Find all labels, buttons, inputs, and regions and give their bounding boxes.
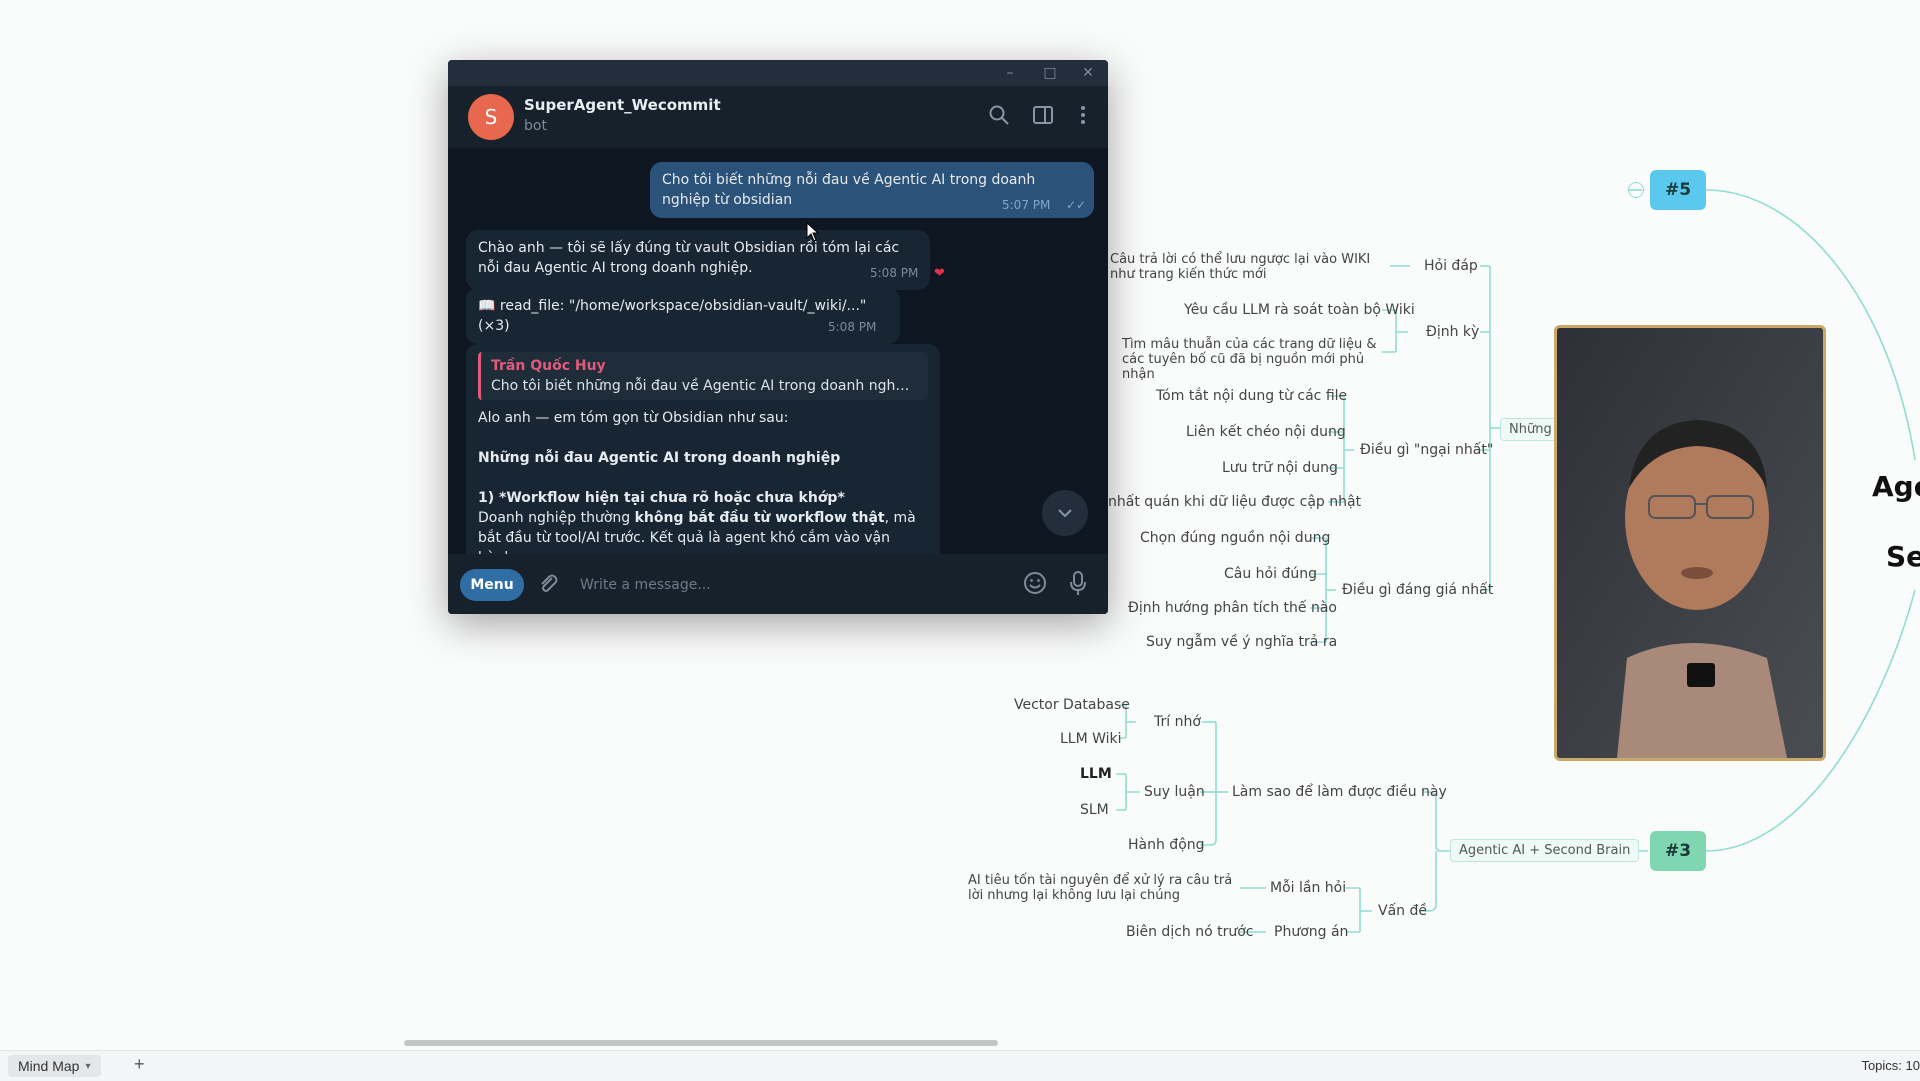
topic-dinh-ky-review[interactable]: Yêu cầu LLM rà soát toàn bộ Wiki [1184, 302, 1415, 318]
chat-header[interactable]: S SuperAgent_Wecommit bot [448, 86, 1108, 149]
topic-dinh-ky[interactable]: Định kỳ [1426, 324, 1480, 340]
summary-body: Doanh nghiệp thường không bắt đầu từ wor… [478, 510, 916, 554]
small-circle-icon [1628, 182, 1644, 198]
topic-agentic-second-brain[interactable]: Agentic AI + Second Brain [1450, 839, 1640, 862]
topic-hanh-dong[interactable]: Hành động [1128, 837, 1205, 853]
topic-badge-5[interactable]: #5 [1650, 170, 1706, 210]
microphone-icon[interactable] [1068, 570, 1088, 600]
reply-quote[interactable]: Trần Quốc Huy Cho tôi biết những nỗi đau… [478, 352, 928, 400]
quote-author: Trần Quốc Huy [491, 358, 606, 374]
telegram-window[interactable]: – □ ✕ S SuperAgent_Wecommit bot Cho tôi … [448, 60, 1108, 614]
topic-ngai-c1[interactable]: Tóm tắt nội dung từ các file [1156, 388, 1348, 404]
sheet-tab-mind-map[interactable]: Mind Map ▾ [8, 1055, 101, 1077]
topic-gia-c4[interactable]: Suy ngẫm về ý nghĩa trả ra [1146, 634, 1338, 650]
topic-vector-db[interactable]: Vector Database [1014, 697, 1130, 713]
scroll-down-button[interactable] [1042, 490, 1088, 536]
central-topic-line-1[interactable]: Age [1872, 470, 1920, 503]
chat-messages-area[interactable]: Cho tôi biết những nỗi đau về Agentic AI… [448, 148, 1108, 554]
sidebar-toggle-icon[interactable] [1032, 104, 1058, 130]
topic-gia-nhat[interactable]: Điều gì đáng giá nhất [1342, 582, 1494, 598]
avatar[interactable]: S [468, 94, 514, 140]
topic-ngai-c4[interactable]: nhất quán khi dữ liệu được cập nhật [1108, 494, 1362, 510]
topic-suy-luan[interactable]: Suy luận [1144, 784, 1205, 800]
webcam-overlay [1554, 325, 1826, 761]
chevron-down-icon [1058, 509, 1072, 518]
message-text: 📖 read_file: "/home/workspace/obsidian-v… [478, 298, 867, 334]
message-time: 5:07 PM [1002, 198, 1051, 212]
topic-hoi-dap[interactable]: Hỏi đáp [1424, 258, 1478, 274]
message-text: Chào anh — tôi sẽ lấy đúng từ vault Obsi… [478, 240, 900, 276]
chat-title[interactable]: SuperAgent_Wecommit [524, 96, 721, 114]
message-time: 5:08 PM [828, 320, 877, 334]
topic-gia-c1[interactable]: Chọn đúng nguồn nội dung [1140, 530, 1331, 546]
horizontal-scrollbar[interactable] [404, 1040, 998, 1046]
message-tool-call[interactable]: 📖 read_file: "/home/workspace/obsidian-v… [466, 288, 900, 344]
summary-heading: Những nỗi đau Agentic AI trong doanh ngh… [478, 450, 841, 466]
topic-phuong-an[interactable]: Phương án [1274, 924, 1349, 940]
window-titlebar[interactable]: – □ ✕ [448, 60, 1108, 86]
topic-ngai-nhat[interactable]: Điều gì "ngại nhất" [1360, 442, 1494, 458]
bot-menu-button[interactable]: Menu [460, 569, 524, 601]
topic-van-de[interactable]: Vấn đề [1378, 903, 1427, 919]
topic-hoi-dap-detail[interactable]: Câu trả lời có thể lưu ngược lại vào WIK… [1110, 252, 1371, 282]
maximize-icon[interactable]: □ [1043, 65, 1057, 81]
topic-ngai-c3[interactable]: Lưu trữ nội dung [1222, 460, 1338, 476]
topic-moi-lan-hoi[interactable]: Mỗi lần hỏi [1270, 880, 1347, 896]
topic-dinh-ky-conflict[interactable]: Tìm mâu thuẫn của các trang dữ liệu & cá… [1122, 337, 1377, 382]
message-time: 5:08 PM [870, 266, 919, 280]
quote-text: Cho tôi biết những nỗi đau về Agentic AI… [491, 378, 911, 394]
status-bar: Mind Map ▾ + Topics: 10 [0, 1050, 1920, 1081]
message-summary[interactable]: Trần Quốc Huy Cho tôi biết những nỗi đau… [466, 344, 940, 554]
topic-gia-c2[interactable]: Câu hỏi đúng [1224, 566, 1317, 582]
chat-status: bot [524, 118, 547, 134]
topic-tri-nho[interactable]: Trí nhớ [1154, 714, 1201, 730]
summary-point-1: 1) *Workflow hiện tại chưa rõ hoặc chưa … [478, 490, 845, 506]
message-text: Cho tôi biết những nỗi đau về Agentic AI… [662, 172, 1036, 208]
more-menu-icon[interactable] [1072, 104, 1098, 130]
topic-slm[interactable]: SLM [1080, 802, 1109, 818]
topic-llm[interactable]: LLM [1080, 766, 1112, 782]
minimize-icon[interactable]: – [1006, 65, 1014, 81]
summary-intro: Alo anh — em tóm gọn từ Obsidian như sau… [478, 410, 789, 426]
topic-nhung[interactable]: Những [1500, 418, 1561, 441]
message-outgoing[interactable]: Cho tôi biết những nỗi đau về Agentic AI… [650, 162, 1094, 218]
central-topic-line-2[interactable]: Seco [1886, 540, 1920, 573]
attach-icon[interactable] [536, 572, 560, 600]
message-input[interactable] [578, 568, 982, 602]
chevron-down-icon: ▾ [85, 1060, 91, 1072]
message-incoming[interactable]: Chào anh — tôi sẽ lấy đúng từ vault Obsi… [466, 230, 930, 290]
topic-lam-sao[interactable]: Làm sao để làm được điều này [1232, 784, 1447, 800]
topic-phuong-an-detail[interactable]: Biên dịch nó trước [1126, 924, 1254, 940]
heart-reaction-icon[interactable]: ❤ [934, 266, 945, 281]
emoji-icon[interactable] [1022, 570, 1048, 600]
topic-gia-c3[interactable]: Định hướng phân tích thế nào [1128, 600, 1337, 616]
add-sheet-button[interactable]: + [134, 1054, 145, 1074]
read-check-icon: ✓✓ [1066, 198, 1087, 212]
message-composer[interactable]: Menu [448, 554, 1108, 614]
topic-moi-lan-detail[interactable]: AI tiêu tốn tài nguyên để xử lý ra câu t… [968, 873, 1233, 903]
topic-badge-3[interactable]: #3 [1650, 831, 1706, 871]
topic-ngai-c2[interactable]: Liên kết chéo nội dung [1186, 424, 1346, 440]
mouse-cursor-icon [806, 222, 820, 242]
presenter-video-frame [1557, 328, 1823, 758]
close-icon[interactable]: ✕ [1082, 65, 1094, 81]
topic-llm-wiki[interactable]: LLM Wiki [1060, 731, 1122, 747]
topics-count: Topics: 10 [1861, 1058, 1920, 1073]
search-icon[interactable] [988, 104, 1014, 130]
